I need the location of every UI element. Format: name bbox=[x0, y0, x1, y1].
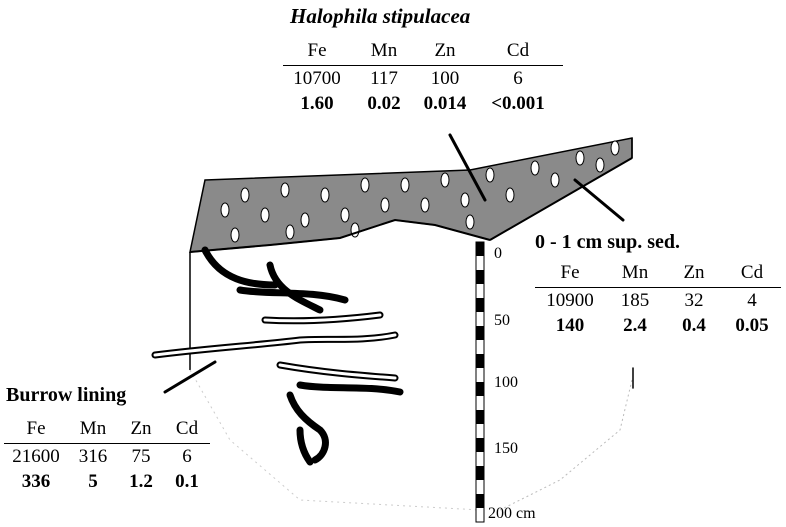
table-cell: <0.001 bbox=[473, 91, 563, 116]
depth-tick-50: 50 bbox=[494, 312, 510, 330]
depth-tick-200: 200 cm bbox=[488, 505, 536, 523]
table-cell: 1.60 bbox=[283, 91, 351, 116]
table-cell: 316 bbox=[68, 444, 118, 470]
surface-header-fe: Fe bbox=[535, 260, 605, 288]
table-cell: 4 bbox=[723, 288, 781, 314]
burrow-header-zn: Zn bbox=[118, 416, 164, 444]
table-cell: 2.4 bbox=[605, 313, 665, 338]
surface-sediment-table: Fe Mn Zn Cd 10900 185 32 4 140 2.4 0.4 0… bbox=[535, 260, 781, 338]
table-cell: 6 bbox=[473, 66, 563, 92]
table-cell: 1.2 bbox=[118, 469, 164, 494]
table-cell: 0.05 bbox=[723, 313, 781, 338]
surface-row-sediment: 10900 185 32 4 bbox=[535, 288, 781, 314]
table-cell: 21600 bbox=[4, 444, 68, 470]
table-cell: 0.1 bbox=[164, 469, 210, 494]
depth-tick-100: 100 bbox=[494, 374, 518, 392]
surface-header-zn: Zn bbox=[665, 260, 723, 288]
surface-sediment-title: 0 - 1 cm sup. sed. bbox=[535, 232, 680, 252]
table-cell: 0.02 bbox=[351, 91, 417, 116]
burrow-table: Fe Mn Zn Cd 21600 316 75 6 336 5 1.2 0.1 bbox=[4, 416, 210, 494]
depth-scale-bar bbox=[476, 242, 484, 522]
depth-tick-0: 0 bbox=[494, 245, 502, 263]
surface-header-mn: Mn bbox=[605, 260, 665, 288]
seagrass-header-fe: Fe bbox=[283, 38, 351, 66]
surface-row-bold: 140 2.4 0.4 0.05 bbox=[535, 313, 781, 338]
seagrass-header-zn: Zn bbox=[417, 38, 473, 66]
seagrass-header-mn: Mn bbox=[351, 38, 417, 66]
table-cell: 117 bbox=[351, 66, 417, 92]
surface-sediment-leader-line bbox=[575, 180, 623, 220]
table-cell: 10900 bbox=[535, 288, 605, 314]
seagrass-row-bold: 1.60 0.02 0.014 <0.001 bbox=[283, 91, 563, 116]
table-cell: 10700 bbox=[283, 66, 351, 92]
table-cell: 32 bbox=[665, 288, 723, 314]
burrow-row-sediment: 21600 316 75 6 bbox=[4, 444, 210, 470]
burrow-title: Burrow lining bbox=[6, 385, 126, 405]
burrow-header-fe: Fe bbox=[4, 416, 68, 444]
seagrass-header-cd: Cd bbox=[473, 38, 563, 66]
table-cell: 75 bbox=[118, 444, 164, 470]
table-cell: 6 bbox=[164, 444, 210, 470]
seagrass-table: Fe Mn Zn Cd 10700 117 100 6 1.60 0.02 0.… bbox=[283, 38, 563, 116]
table-cell: 100 bbox=[417, 66, 473, 92]
seagrass-row-sediment: 10700 117 100 6 bbox=[283, 66, 563, 92]
burrow-header-cd: Cd bbox=[164, 416, 210, 444]
burrow-header-mn: Mn bbox=[68, 416, 118, 444]
table-cell: 0.014 bbox=[417, 91, 473, 116]
seagrass-title: Halophila stipulacea bbox=[290, 6, 470, 27]
depth-tick-150: 150 bbox=[494, 440, 518, 458]
burrow-row-bold: 336 5 1.2 0.1 bbox=[4, 469, 210, 494]
root-hatching bbox=[155, 315, 395, 378]
table-cell: 336 bbox=[4, 469, 68, 494]
table-cell: 185 bbox=[605, 288, 665, 314]
table-cell: 140 bbox=[535, 313, 605, 338]
table-cell: 0.4 bbox=[665, 313, 723, 338]
table-cell: 5 bbox=[68, 469, 118, 494]
surface-header-cd: Cd bbox=[723, 260, 781, 288]
